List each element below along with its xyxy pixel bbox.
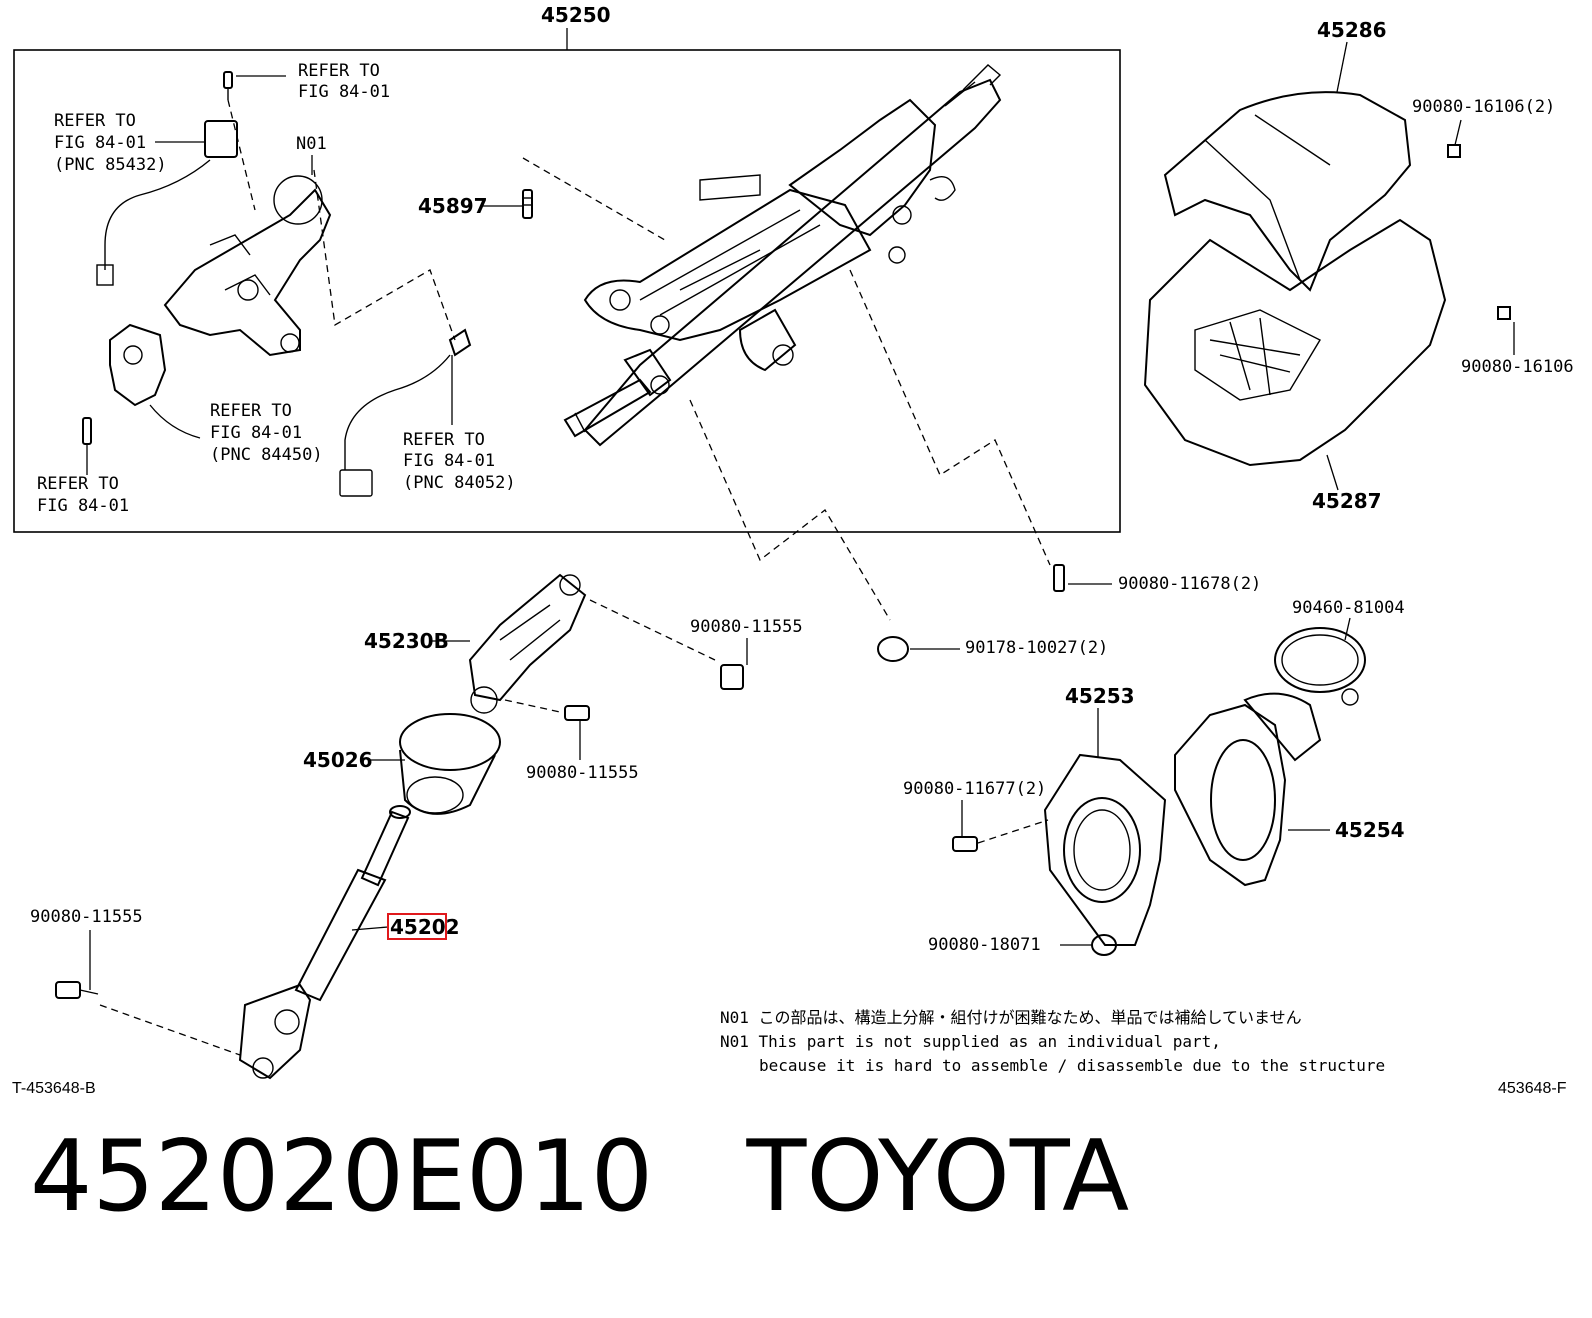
steering-column-drawing	[563, 64, 1002, 447]
note-japanese: N01 この部品は、構造上分解・組付けが困難なため、単品では補給していません	[720, 1008, 1302, 1027]
plate-45254-drawing	[1174, 627, 1366, 887]
fastener-90460-81004[interactable]: 90460-81004	[1292, 598, 1405, 618]
callout-45026[interactable]: 45026	[303, 748, 373, 772]
fastener-90080-16106[interactable]: 90080-16106	[1461, 357, 1574, 377]
fastener-90080-18071[interactable]: 90080-18071	[928, 935, 1041, 955]
fastener-90080-11555-upper[interactable]: 90080-11555	[690, 617, 803, 637]
callout-45230B[interactable]: 45230B	[364, 629, 449, 653]
fastener-90080-11555-middle[interactable]: 90080-11555	[526, 763, 639, 783]
callout-45287[interactable]: 45287	[1312, 489, 1382, 513]
bolt-11555-middle	[564, 705, 590, 721]
boot-45026-drawing	[399, 713, 501, 815]
callout-45897[interactable]: 45897	[418, 194, 488, 218]
plate-45253-drawing	[1043, 753, 1167, 946]
callout-45202[interactable]: 45202	[390, 915, 460, 939]
part-45897-fitting	[522, 189, 533, 219]
callout-45253[interactable]: 45253	[1065, 684, 1135, 708]
fastener-90080-11677[interactable]: 90080-11677(2)	[903, 779, 1046, 799]
column-cover-drawing	[1143, 91, 1511, 467]
highlight-box-45202	[387, 913, 447, 940]
callout-45286[interactable]: 45286	[1317, 18, 1387, 42]
callout-45254[interactable]: 45254	[1335, 818, 1405, 842]
assembly-frame	[13, 49, 1121, 533]
figure-code-right: 453648-F	[1498, 1080, 1567, 1097]
fastener-90080-11555-left[interactable]: 90080-11555	[30, 907, 143, 927]
callout-N01[interactable]: N01	[296, 134, 327, 154]
bolt-11555-left	[55, 981, 81, 999]
note-english-1: N01 This part is not supplied as an indi…	[720, 1032, 1221, 1051]
callout-45250[interactable]: 45250	[541, 3, 611, 27]
bolt-11555-upper	[720, 664, 744, 690]
caption-brand: TOYOTA	[746, 1120, 1130, 1234]
caption-part-number: 452020E010	[30, 1120, 654, 1234]
fastener-90080-16106-2[interactable]: 90080-16106(2)	[1412, 97, 1555, 117]
fastener-90178-10027[interactable]: 90178-10027(2)	[965, 638, 1108, 658]
intermediate-shaft-drawing	[468, 573, 587, 714]
fastener-90080-11678[interactable]: 90080-11678(2)	[1118, 574, 1261, 594]
bolt-11677	[952, 836, 978, 852]
nut-10027	[877, 636, 909, 662]
bolt-11678	[1053, 564, 1065, 592]
shaft-45202-drawing	[238, 805, 411, 1080]
figure-code-left: T-453648-B	[12, 1080, 96, 1097]
caption: 452020E010 TOYOTA	[30, 1128, 1129, 1226]
note-english-2: because it is hard to assemble / disasse…	[759, 1056, 1385, 1075]
lock-assembly-drawing	[82, 71, 472, 497]
